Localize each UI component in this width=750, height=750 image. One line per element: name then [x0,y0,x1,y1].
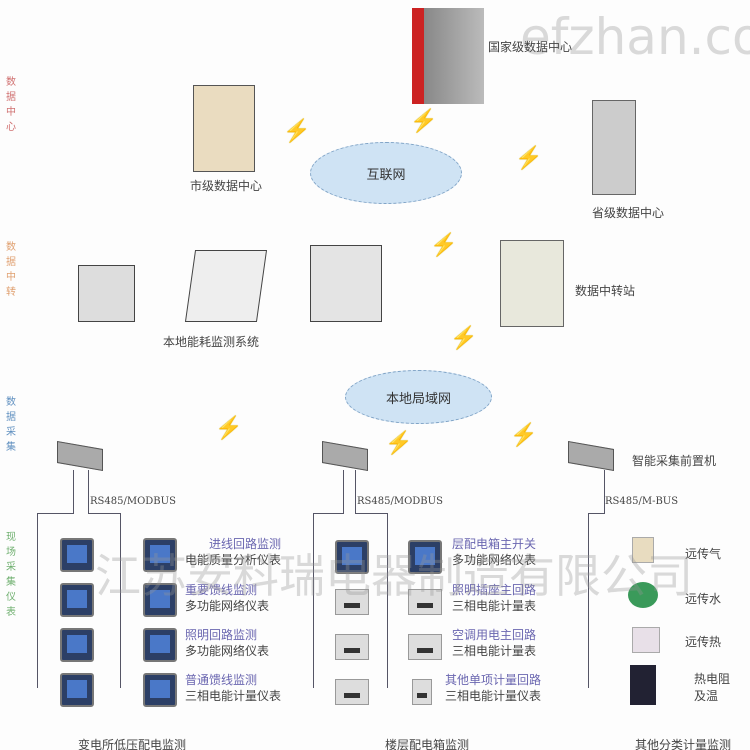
gateway-label: 智能采集前置机 [632,454,717,468]
national-server-icon [412,8,484,104]
energy-meter-icon [408,634,442,660]
mid-item: 照明插座主回路三相电能计量表 [452,583,537,613]
lan-cloud: 本地局域网 [345,370,492,424]
right-item: 远传气 [685,547,722,561]
switch-icon [568,440,614,472]
switch-icon [322,440,368,472]
single-phase-meter-icon [412,679,432,705]
province-server-icon [592,100,636,195]
bus-label: RS485/MODBUS [90,496,176,507]
wireless-link-icon: ⚡ [430,232,458,258]
local-system-label: 本地能耗监测系统 [163,335,260,349]
mid-item: 其他单项计量回路三相电能计量仪表 [445,673,542,703]
wireless-link-icon: ⚡ [215,415,243,441]
city-server-icon [193,85,255,172]
power-meter-icon [335,540,369,574]
switch-icon [57,440,103,472]
mid-item: 层配电箱主开关多功能网络仪表 [452,537,537,567]
mid-group-title: 楼层配电箱监测 [385,738,470,750]
right-item: 热电阻 [694,672,731,686]
right-item: 及温 [694,689,719,703]
company-watermark: 江苏安科瑞电器制造有限公司 [95,549,693,603]
relay-server-icon [500,240,564,327]
internet-label: 互联网 [366,167,406,183]
energy-meter-icon [335,679,369,705]
lan-label: 本地局域网 [385,391,451,407]
left-group-title: 变电所低压配电监测 [78,738,187,750]
bus-label: RS485/MODBUS [357,496,443,507]
power-meter-icon [60,673,94,707]
power-meter-icon [143,673,177,707]
left-item: 照明回路监测多功能网络仪表 [185,628,270,658]
water-meter-icon [628,582,658,608]
right-item: 远传热 [685,635,722,649]
national-data-center-label: 国家级数据中心 [488,40,573,54]
left-item: 普通馈线监测三相电能计量仪表 [185,673,282,703]
side-label-data-center: 数据中心 [6,77,16,133]
wireless-link-icon: ⚡ [410,108,438,134]
mid-item: 空调用电主回路三相电能计量表 [452,628,537,658]
heat-meter-icon [632,627,660,653]
power-meter-icon [60,538,94,572]
bus-label: RS485/M-BUS [605,496,679,507]
power-meter-icon [143,628,177,662]
internet-cloud: 互联网 [310,142,462,204]
side-label-data-relay: 数据中转 [6,242,16,298]
energy-meter-icon [408,589,442,615]
desktop-computer-icon [310,245,382,322]
wireless-link-icon: ⚡ [450,325,478,351]
gas-meter-icon [632,537,654,563]
side-label-data-collection: 数据采集 [6,397,16,453]
power-meter-icon [143,583,177,617]
energy-meter-icon [335,589,369,615]
wireless-link-icon: ⚡ [385,430,413,456]
city-data-center-label: 市级数据中心 [190,179,263,193]
printer-icon [78,265,135,322]
left-item: 进线回路监测电能质量分析仪表 [185,537,282,567]
energy-meter-icon [335,634,369,660]
wireless-link-icon: ⚡ [515,145,543,171]
power-meter-icon [408,540,442,574]
relay-station-label: 数据中转站 [575,284,636,298]
site-watermark: efzhan.com [520,8,750,66]
province-data-center-label: 省级数据中心 [592,206,665,220]
temperature-module-icon [630,665,656,705]
right-item: 远传水 [685,592,722,606]
left-item: 重要馈线监测多功能网络仪表 [185,583,270,613]
laptop-icon [184,250,268,322]
wireless-link-icon: ⚡ [283,118,311,144]
power-meter-icon [143,538,177,572]
side-label-field-meters: 现场采集仪表 [6,532,16,618]
right-group-title: 其他分类计量监测 [635,738,732,750]
power-meter-icon [60,583,94,617]
power-meter-icon [60,628,94,662]
wireless-link-icon: ⚡ [510,422,538,448]
